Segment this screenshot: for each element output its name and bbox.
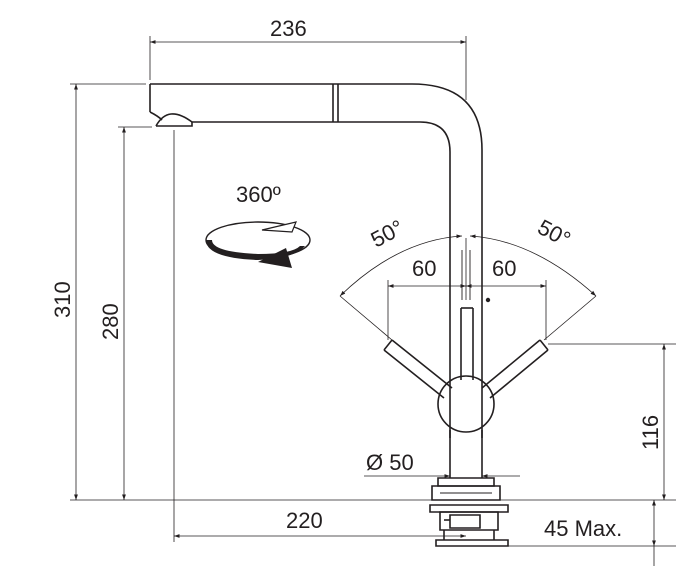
lever-angle-left-label: 50° (367, 215, 408, 253)
dimension-lever-angles: 50° 50° (339, 214, 597, 341)
rotation-360-icon: 360º (205, 182, 311, 268)
lever-offset-left-label: 60 (412, 256, 436, 281)
lever-offset-right-label: 60 (492, 256, 516, 281)
lever-height-label: 116 (638, 415, 663, 450)
dimension-base-diameter: Ø 50 (364, 450, 520, 478)
spout-reach-label: 236 (270, 16, 307, 41)
dimension-outlet-height: 280 (98, 126, 152, 500)
total-height-label: 310 (50, 281, 75, 318)
dimension-max-thickness: 45 Max. (508, 500, 676, 566)
dimension-total-height: 310 (50, 83, 146, 500)
dimension-base-reach: 220 (173, 130, 466, 542)
max-thickness-label: 45 Max. (544, 516, 622, 541)
dimension-lever-height: 116 (548, 343, 676, 500)
outlet-height-label: 280 (98, 303, 123, 340)
rotation-label: 360º (236, 182, 281, 207)
dimension-spout-reach: 236 (149, 16, 467, 100)
dimension-lever-offsets: 60 60 (387, 256, 547, 340)
faucet-body (149, 83, 549, 547)
base-diameter-label: Ø 50 (366, 450, 414, 475)
base-reach-label: 220 (286, 508, 323, 533)
lever-angle-right-label: 50° (534, 214, 575, 252)
